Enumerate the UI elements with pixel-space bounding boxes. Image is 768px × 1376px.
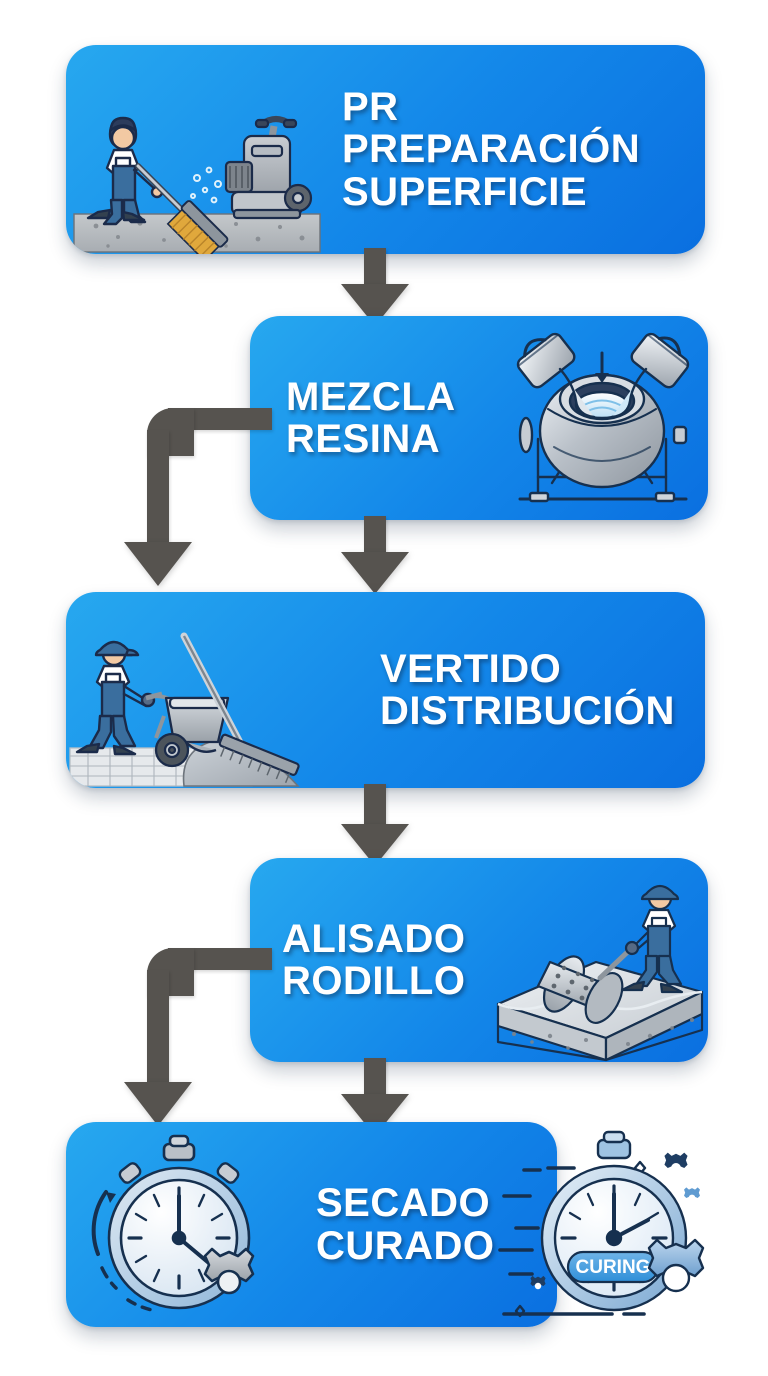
step-label-line: DISTRIBUCIÓN xyxy=(380,689,675,733)
connector-elbow-arrow xyxy=(122,408,272,588)
step-box-mezcla-resina[interactable]: MEZCLA RESINA xyxy=(250,316,708,520)
step-label-line: VERTIDO xyxy=(380,646,562,691)
step-box-preparacion-superficie[interactable]: PR PREPARACIÓN SUPERFICIE xyxy=(66,45,705,254)
step-box-content: SECADO CURADO xyxy=(66,1122,557,1327)
arrow-head xyxy=(124,542,192,586)
connector-arrow-down xyxy=(339,248,411,326)
step-label-line: CURADO xyxy=(316,1223,495,1268)
step-label: MEZCLA RESINA xyxy=(250,374,496,461)
arrow-head xyxy=(341,552,409,594)
worker-sweeping-floor-grinder-icon xyxy=(66,45,328,254)
step-label-line: PR xyxy=(342,84,399,129)
step-box-content: MEZCLA RESINA xyxy=(250,316,708,520)
step-label-line: SUPERFICIE xyxy=(342,169,588,214)
connector-arrow-down xyxy=(339,516,411,594)
arrow-shaft xyxy=(364,1058,386,1102)
step-label-line: PREPARACIÓN xyxy=(342,127,641,172)
curing-badge-text: CURING xyxy=(576,1257,651,1278)
arrow-elbow-horizontal xyxy=(168,948,272,970)
step-label-line: RESINA xyxy=(286,417,441,461)
concrete-mixer-pouring-icon xyxy=(496,316,708,520)
connector-elbow-arrow xyxy=(122,948,272,1128)
step-label: VERTIDO DISTRIBUCIÓN xyxy=(336,646,705,733)
step-label: PR PREPARACIÓN SUPERFICIE xyxy=(328,84,705,214)
step-label: SECADO CURADO xyxy=(296,1182,557,1267)
worker-spiked-roller-layers-icon xyxy=(488,858,708,1062)
step-box-secado-curado[interactable]: SECADO CURADO xyxy=(66,1122,557,1327)
arrow-shaft xyxy=(364,516,386,562)
step-box-vertido-distribucion[interactable]: VERTIDO DISTRIBUCIÓN xyxy=(66,592,705,788)
arrow-head xyxy=(124,1082,192,1126)
stopwatch-gear-icon xyxy=(66,1122,296,1327)
arrow-elbow-horizontal xyxy=(168,408,272,430)
worker-wheelbarrow-screed-icon xyxy=(66,592,336,788)
step-label-line: SECADO xyxy=(316,1181,491,1226)
arrow-elbow-vertical xyxy=(147,430,169,546)
connector-arrow-down xyxy=(339,784,411,866)
arrow-shaft xyxy=(364,248,386,294)
step-label-line: MEZCLA xyxy=(286,374,456,419)
step-box-alisado-rodillo[interactable]: ALISADO RODILLO xyxy=(250,858,708,1062)
step-label-line: RODILLO xyxy=(282,959,466,1003)
curing-stopwatch-overflow-art: CURING xyxy=(498,1128,768,1340)
step-box-content: ALISADO RODILLO xyxy=(250,858,708,1062)
step-label-line: ALISADO xyxy=(282,916,466,961)
step-box-content: VERTIDO DISTRIBUCIÓN xyxy=(66,592,705,788)
step-box-content: PR PREPARACIÓN SUPERFICIE xyxy=(66,45,705,254)
arrow-shaft xyxy=(364,784,386,832)
arrow-elbow-vertical xyxy=(147,970,169,1086)
step-label: ALISADO RODILLO xyxy=(250,916,488,1003)
